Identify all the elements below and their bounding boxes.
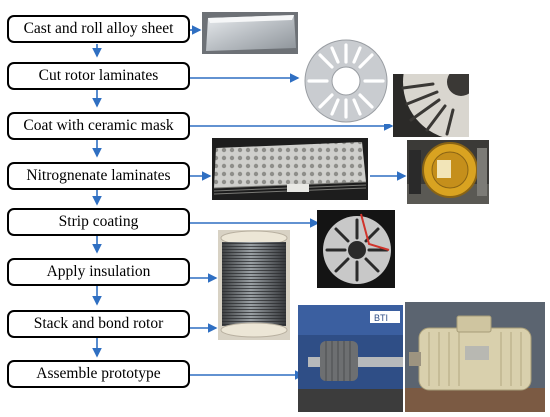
step-label: Stack and bond rotor — [33, 315, 164, 332]
alloy-sheet-photo — [202, 12, 298, 54]
step-box-stack-bond: Stack and bond rotor — [7, 310, 190, 338]
step-box-cast-roll: Cast and roll alloy sheet — [7, 15, 190, 43]
step-label: Cut rotor laminates — [38, 67, 159, 84]
step-label: Nitrognenate laminates — [26, 167, 171, 184]
step-box-strip-coating: Strip coating — [7, 208, 190, 236]
laminate-stack-photo — [212, 138, 368, 200]
rotor-on-test-rig-photo: BTI — [298, 305, 403, 412]
masked-laminate-closeup-photo — [393, 74, 469, 137]
step-box-cut-laminates: Cut rotor laminates — [7, 62, 190, 90]
step-box-ceramic-mask: Coat with ceramic mask — [7, 112, 190, 140]
svg-text:BTI: BTI — [374, 313, 388, 323]
insulated-lamination-roll-photo — [218, 230, 290, 340]
step-box-assemble: Assemble prototype — [7, 360, 190, 388]
step-box-apply-insulation: Apply insulation — [7, 258, 190, 286]
prototype-motor-photo — [405, 302, 545, 412]
rotor-laminate-photo — [300, 38, 392, 124]
step-label: Strip coating — [58, 213, 139, 230]
stripped-laminate-photo — [317, 210, 395, 288]
step-label: Apply insulation — [46, 263, 151, 280]
step-label: Cast and roll alloy sheet — [23, 20, 174, 37]
step-box-nitrognenate: Nitrognenate laminates — [7, 162, 190, 190]
step-label: Coat with ceramic mask — [23, 117, 174, 134]
nitriding-furnace-photo — [407, 140, 489, 204]
step-label: Assemble prototype — [36, 365, 161, 382]
